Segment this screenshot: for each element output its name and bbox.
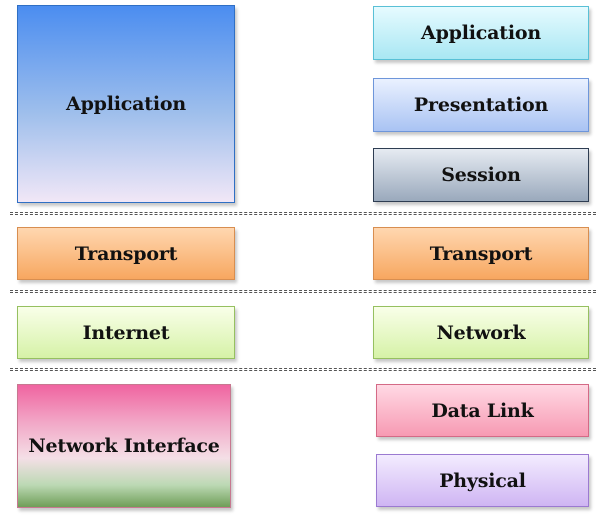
osi-network-label: Network [436,321,526,344]
osi-network-layer: Network [373,306,589,359]
tcpip-network-interface-layer: Network Interface [17,384,231,508]
osi-transport-layer: Transport [373,227,589,280]
tcpip-transport-label: Transport [74,242,178,265]
tcpip-application-label: Application [66,93,186,115]
tcpip-internet-label: Internet [82,321,170,344]
osi-presentation-layer: Presentation [373,78,589,132]
osi-physical-layer: Physical [376,454,589,507]
osi-physical-label: Physical [439,469,526,492]
osi-session-layer: Session [373,148,589,202]
osi-transport-label: Transport [429,242,533,265]
layer-divider-internet-network-interface [10,368,596,371]
osi-session-label: Session [441,164,521,186]
osi-data-link-label: Data Link [431,399,534,422]
layer-divider-application-transport [10,212,596,215]
layer-divider-transport-internet [10,290,596,293]
tcpip-transport-layer: Transport [17,227,235,280]
tcpip-internet-layer: Internet [17,306,235,359]
osi-application-label: Application [421,22,541,44]
tcpip-network-interface-label: Network Interface [28,435,220,457]
osi-data-link-layer: Data Link [376,384,589,437]
osi-application-layer: Application [373,6,589,60]
osi-presentation-label: Presentation [413,94,549,116]
tcpip-application-layer: Application [17,5,235,203]
